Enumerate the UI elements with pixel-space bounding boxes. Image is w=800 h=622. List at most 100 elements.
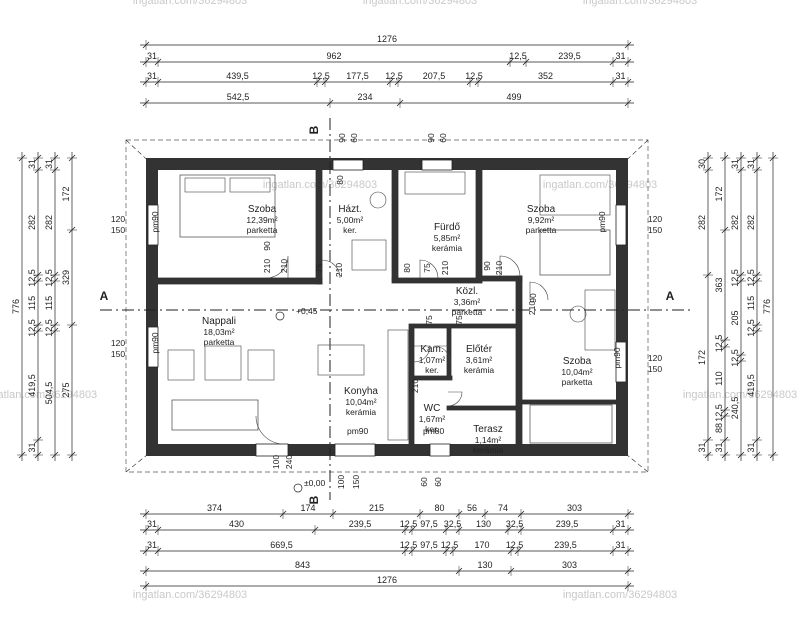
dim-bot-row2-tick — [455, 526, 463, 534]
dim-left-col2-label: 12,5 — [44, 319, 54, 337]
dim-bot-row2-label: 97,5 — [420, 519, 438, 529]
axis-label-b-top: B — [307, 125, 321, 134]
dim-bot-row5-tick — [624, 582, 632, 590]
window-top-label: 90 — [337, 133, 347, 143]
dim-top-row3-tick — [142, 78, 150, 86]
dim-right-col2-tick — [737, 357, 745, 365]
dim-bot-row2-label: 31 — [147, 519, 157, 529]
bed — [539, 229, 611, 276]
door-width-label: 90 — [482, 261, 492, 271]
parapet-label: pm90 — [150, 332, 160, 354]
door-swing — [321, 259, 341, 279]
dim-bot-row1-tick — [481, 510, 489, 518]
kitchen-counter — [387, 329, 409, 441]
dim-left-col3-label: 275 — [61, 382, 71, 397]
dim-bot-row2-label: 32,5 — [444, 519, 462, 529]
dim-bot-row2-tick — [154, 526, 162, 534]
dim-right-col3-label: 363 — [714, 277, 724, 292]
dim-left-col1-label: 12,5 — [27, 269, 37, 287]
dim-bot-row2-tick — [408, 526, 416, 534]
dim-right-col1-label: 12,5 — [746, 269, 756, 287]
level-symbol — [293, 483, 303, 493]
parapet-label: pm90 — [597, 211, 607, 233]
watermark-text: ingatlan.com/36294803 — [133, 0, 247, 7]
axis-label-a-left: A — [100, 289, 109, 303]
dim-right-col4-tick — [704, 451, 712, 459]
dim-bot-row3-label: 669,5 — [270, 540, 293, 550]
door-width-label: 75 — [314, 263, 324, 273]
door-swing — [265, 255, 289, 279]
dim-bot-row2-tick — [311, 526, 319, 534]
dim-top-row2-label: 962 — [326, 51, 341, 61]
door-swing — [419, 259, 439, 279]
window-top-label: 90 — [426, 133, 436, 143]
dim-right-col3-tick — [721, 343, 729, 351]
dim-top-row3-label: 12,5 — [312, 71, 330, 81]
dim-bot-row1-label: 303 — [567, 503, 582, 513]
room-name: Házt. — [338, 204, 361, 215]
room-area: 1,07m² — [419, 355, 446, 365]
dim-left-col1-tick — [34, 327, 42, 335]
dim-left-col2-label: 504,5 — [44, 382, 54, 405]
dim-top-row4-tick — [142, 99, 150, 107]
window — [147, 326, 159, 368]
watermark-text: ingatlan.com/36294803 — [543, 179, 657, 191]
dim-right-col4-label: 172 — [697, 350, 707, 365]
watermark-text: ingatlan.com/36294803 — [583, 0, 697, 7]
dim-left-col2-tick — [51, 277, 59, 285]
coffee-table — [204, 345, 242, 381]
dim-top-row3-tick — [474, 78, 482, 86]
dim-bot-row1-tick — [329, 510, 337, 518]
dim-bot-row4-tick — [507, 567, 515, 575]
dim-top-row2-tick — [154, 58, 162, 66]
dim-left-col2-tick — [51, 321, 59, 329]
dim-right-col2-label: 205 — [730, 310, 740, 325]
dim-bot-row2-tick — [142, 526, 150, 534]
dim-right-total-tick — [769, 451, 777, 459]
dim-bot-row4-tick — [624, 567, 632, 575]
dim-right-col3-tick — [721, 154, 729, 162]
parapet-label: pm90 — [150, 211, 160, 233]
door-height-label: 210 — [440, 261, 450, 275]
dim-left-col3-tick — [68, 226, 76, 234]
dim-bot-row5-label: 1276 — [377, 575, 397, 585]
dim-right-col4-tick — [704, 436, 712, 444]
interior-wall — [408, 323, 415, 445]
dim-right-col3-label: 12,5 — [714, 404, 724, 422]
dim-left-col1-tick — [34, 166, 42, 174]
window-height-label: 120 — [111, 214, 125, 224]
dim-right-col3-tick — [721, 406, 729, 414]
dim-top-row3-tick — [609, 78, 617, 86]
dim-right-col2-label: 12,5 — [730, 349, 740, 367]
room-name: Közl. — [456, 286, 478, 297]
dim-bot-row3-label: 12,5 — [400, 540, 418, 550]
dim-bot-row2-tick — [624, 526, 632, 534]
furniture — [539, 174, 611, 216]
dim-top-row1-tick — [142, 41, 150, 49]
dim-top-row2-tick — [624, 58, 632, 66]
dim-bot-row2-tick — [401, 526, 409, 534]
dim-right-col1-tick — [753, 451, 761, 459]
sofa — [171, 399, 259, 431]
room-name: Szoba — [527, 204, 556, 215]
room-floor: kerámia — [346, 407, 377, 417]
dim-bot-row4-label: 303 — [562, 560, 577, 570]
level-marker: +0,45 — [296, 306, 318, 316]
window — [615, 204, 627, 246]
room-area: 12,39m² — [246, 215, 277, 225]
dim-right-col3-label: 31 — [714, 442, 724, 452]
dim-left-col3-label: 172 — [61, 186, 71, 201]
door-swing — [433, 345, 451, 363]
dim-bot-row1-tick — [279, 510, 287, 518]
room-name: Fürdő — [434, 222, 461, 233]
dim-left-col2-tick — [51, 154, 59, 162]
dim-right-col3-tick — [721, 412, 729, 420]
dim-top-row3-label: 12,5 — [385, 71, 403, 81]
room-floor: parketta — [526, 225, 557, 235]
door-height-label: 210 — [527, 301, 537, 315]
dim-right-col2-label: 31 — [730, 159, 740, 169]
dim-top-row4-tick — [396, 99, 404, 107]
window — [421, 159, 453, 171]
room-area: 18,03m² — [203, 327, 234, 337]
dim-right-total-label: 776 — [762, 299, 772, 314]
